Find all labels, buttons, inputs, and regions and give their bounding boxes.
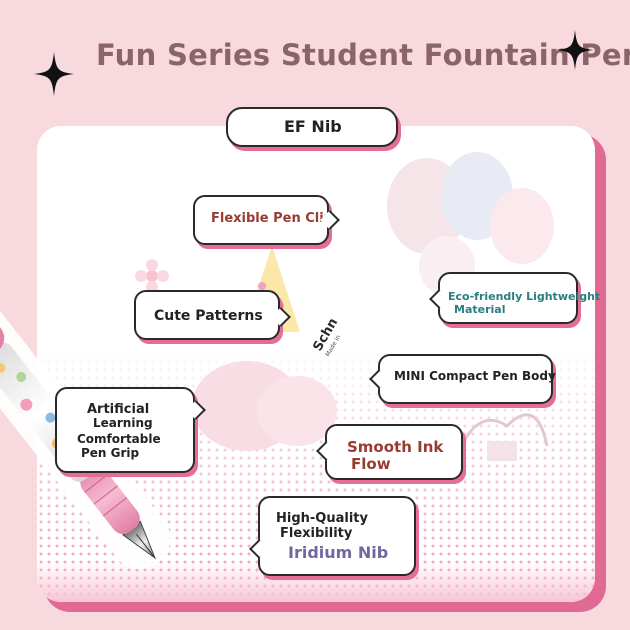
flexible-clip-label: Flexible Pen Clip bbox=[211, 211, 333, 226]
callout-smooth-ink: Smooth Ink Flow bbox=[316, 424, 463, 480]
ef-nib-label: EF Nib bbox=[284, 117, 342, 136]
animal-sketch-illustration bbox=[455, 413, 549, 461]
nib-line3: Iridium Nib bbox=[288, 543, 389, 562]
cloud-illustration bbox=[192, 361, 337, 451]
ef-nib-tag: EF Nib bbox=[226, 107, 398, 147]
page-title: Fun Series Student Fountain Pen bbox=[96, 38, 630, 72]
callout-flexible-clip: Flexible Pen Clip bbox=[193, 195, 340, 245]
grip-line2: Learning bbox=[93, 416, 153, 430]
grip-line3: Comfortable bbox=[77, 432, 161, 446]
callout-cute-patterns: Cute Patterns bbox=[134, 290, 291, 340]
cute-patterns-label: Cute Patterns bbox=[154, 308, 263, 324]
mini-body-label: MINI Compact Pen Body bbox=[394, 369, 556, 383]
grip-line4: Pen Grip bbox=[81, 446, 140, 460]
callout-eco-friendly: Eco-friendly Lightweight Material bbox=[429, 272, 600, 324]
grip-line1: Artificial bbox=[87, 402, 150, 417]
nib-line2: Flexibility bbox=[280, 526, 353, 541]
ink-line2: Flow bbox=[351, 455, 391, 473]
callout-mini-body: MINI Compact Pen Body bbox=[369, 354, 556, 404]
eco-line2: Material bbox=[454, 303, 506, 316]
balloon-illustration bbox=[387, 152, 554, 296]
callout-iridium-nib: High-Quality Flexibility Iridium Nib bbox=[249, 496, 416, 576]
ink-line1: Smooth Ink bbox=[347, 438, 444, 456]
sparkle-icon-right bbox=[556, 30, 594, 70]
callout-pen-grip: Artificial Learning Comfortable Pen Grip bbox=[55, 387, 206, 473]
sparkle-icon-left bbox=[34, 52, 74, 96]
nib-line1: High-Quality bbox=[276, 511, 368, 526]
eco-line1: Eco-friendly Lightweight bbox=[448, 290, 601, 303]
